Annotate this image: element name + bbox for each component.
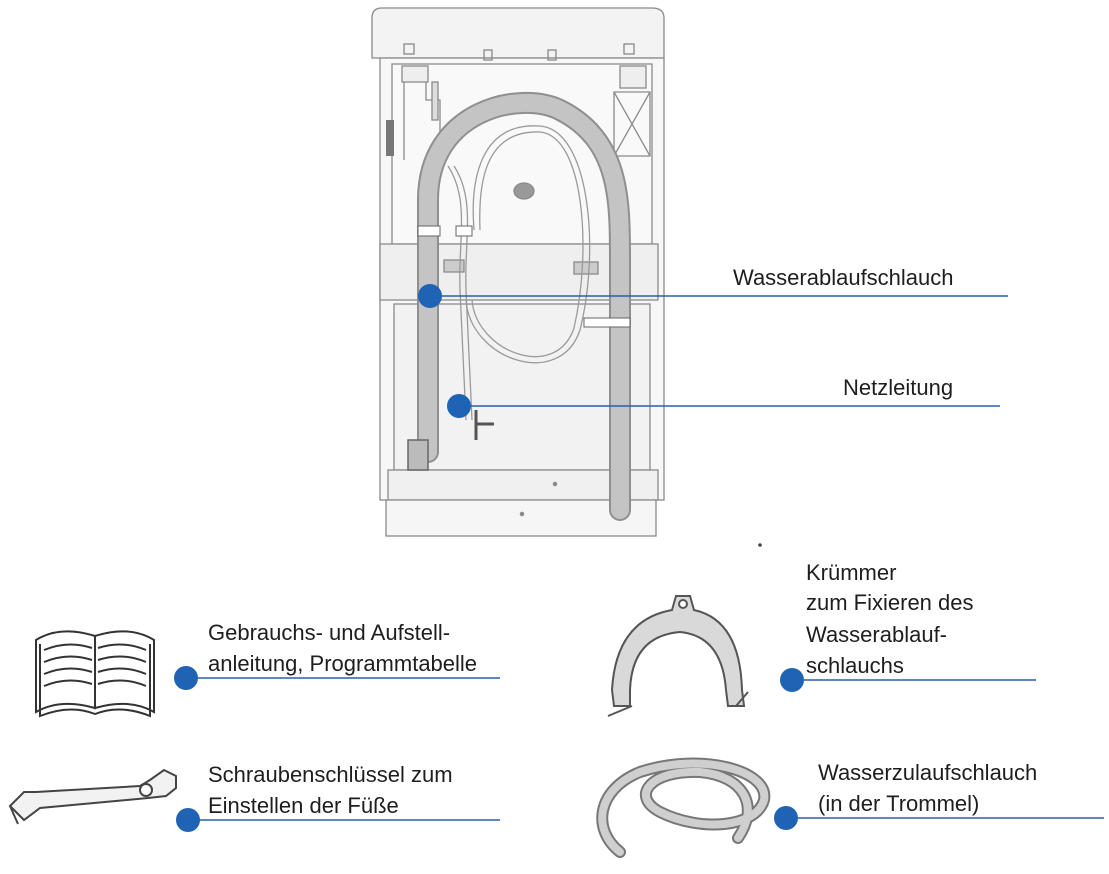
wrench-icon [8, 768, 177, 825]
inlet-label-line2: (in der Trommel) [818, 791, 980, 816]
hose-bend-icon [607, 595, 749, 717]
inlet-label-line1: Wasserzulaufschlauch [818, 760, 1038, 785]
manual-label-line2: anleitung, Programmtabelle [208, 651, 478, 676]
drain-hose-marker [418, 284, 442, 308]
manual-marker [174, 666, 198, 690]
wrench-marker [176, 808, 200, 832]
open-book-icon [35, 630, 155, 718]
wrench-label-line1: Schraubenschlüssel zum [208, 762, 453, 787]
drain-hose-label: Wasserablaufschlauch [733, 265, 954, 290]
bend-label-line2: zum Fixieren des [806, 590, 974, 615]
power-cord-label: Netzleitung [843, 375, 954, 400]
bend-label-line4: schlauchs [806, 653, 904, 678]
inlet-hose-icon [596, 757, 771, 858]
bend-marker [780, 668, 804, 692]
inlet-marker [774, 806, 798, 830]
drain-hose-drawing [407, 91, 631, 521]
wrench-label-line2: Einstellen der Füße [208, 793, 399, 818]
bend-label-line3: Wasserablauf- [806, 622, 948, 647]
manual-label-line1: Gebrauchs- und Aufstell- [208, 620, 451, 645]
bend-label-line1: Krümmer [806, 560, 897, 585]
stray-dot [758, 543, 762, 547]
power-cord-marker [447, 394, 471, 418]
